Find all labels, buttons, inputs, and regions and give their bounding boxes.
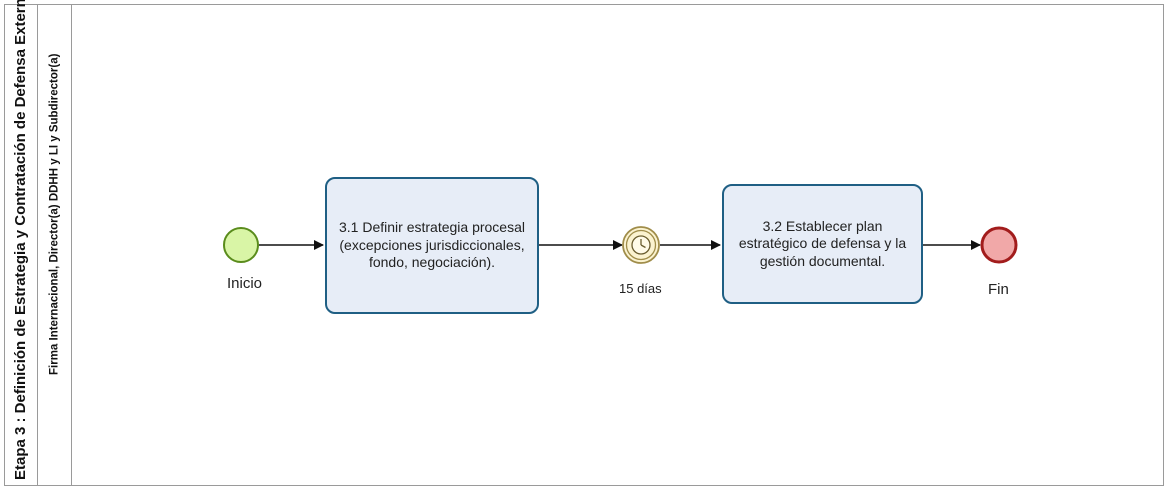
pool-header: Etapa 3 : Definición de Estrategia y Con…: [4, 0, 38, 486]
timer-event-label: 15 días: [619, 281, 662, 296]
diagram-frame: [4, 4, 1164, 486]
clock-icon: [631, 235, 651, 255]
start-event-label: Inicio: [227, 275, 263, 292]
end-event-label: Fin: [988, 281, 1009, 298]
lane-header: Firma Internacional, Director(a) DDHH y …: [38, 4, 72, 486]
timer-event[interactable]: [622, 226, 660, 264]
task-label: 3.1 Definir estrategia procesal (excepci…: [339, 219, 525, 271]
task-label: 3.2 Establecer plan estratégico de defen…: [738, 217, 907, 269]
end-event[interactable]: [980, 226, 1018, 264]
task-establecer-plan[interactable]: 3.2 Establecer plan estratégico de defen…: [722, 184, 923, 304]
task-definir-estrategia[interactable]: 3.1 Definir estrategia procesal (excepci…: [325, 177, 539, 314]
start-event[interactable]: [223, 227, 259, 263]
